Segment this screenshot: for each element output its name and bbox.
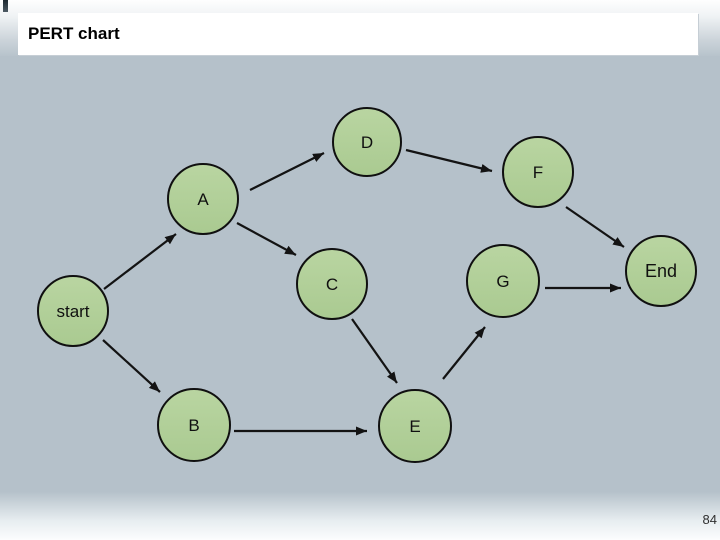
node-G: G <box>466 244 540 318</box>
node-C: C <box>296 248 368 320</box>
node-A: A <box>167 163 239 235</box>
node-label-E: E <box>409 416 421 436</box>
node-E: E <box>378 389 452 463</box>
edge-start-to-B <box>102 339 161 393</box>
node-label-D: D <box>360 132 374 152</box>
node-start: start <box>37 275 109 347</box>
edge-F-to-End <box>565 206 625 248</box>
edge-A-to-C <box>236 222 297 256</box>
node-End: End <box>625 235 697 307</box>
edge-start-to-A <box>103 233 177 290</box>
node-label-B: B <box>188 415 200 435</box>
edge-E-to-G <box>442 326 486 380</box>
corner-accent-bar <box>3 0 8 12</box>
node-label-C: C <box>325 274 339 294</box>
edge-D-to-F <box>405 148 493 173</box>
slide-title: PERT chart <box>28 24 120 43</box>
node-label-End: End <box>644 261 678 281</box>
node-label-G: G <box>496 271 510 291</box>
node-F: F <box>502 136 574 208</box>
node-label-A: A <box>197 189 209 209</box>
page-number: 84 <box>702 512 717 527</box>
edge-A-to-D <box>249 152 325 191</box>
node-label-F: F <box>532 162 544 182</box>
edge-C-to-E <box>351 318 398 384</box>
node-B: B <box>157 388 231 462</box>
node-D: D <box>332 107 402 177</box>
node-label-start: start <box>56 301 90 321</box>
title-bar: PERT chart <box>18 13 698 55</box>
